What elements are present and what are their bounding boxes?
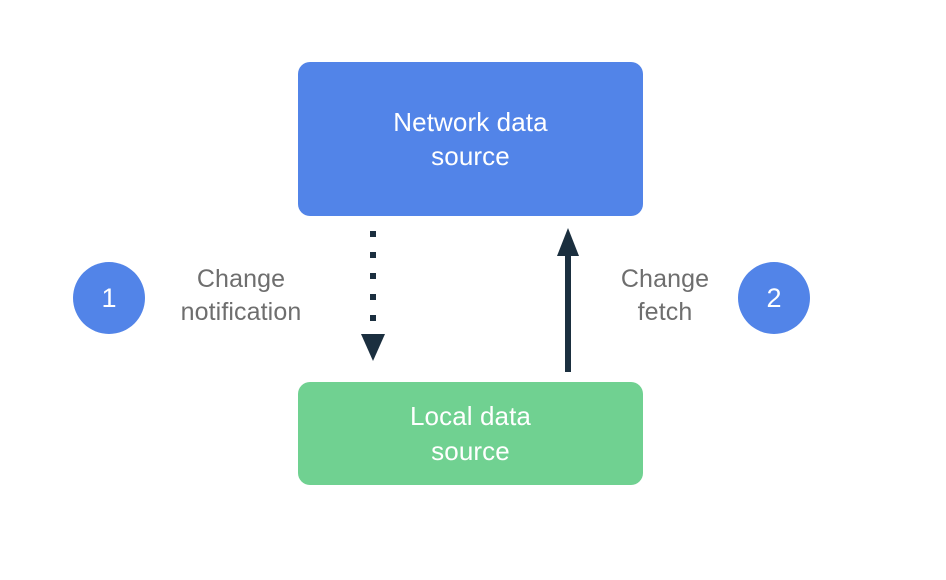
step-badge-2-number: 2 bbox=[766, 282, 782, 313]
edge-label-change-fetch: Change fetch bbox=[620, 265, 710, 326]
node-local-data-source-label: Local data source bbox=[410, 401, 531, 466]
arrow-change-notification-icon bbox=[361, 231, 385, 361]
node-network-data-source[interactable]: Network data source bbox=[298, 62, 643, 216]
step-badge-1-number: 1 bbox=[101, 282, 117, 313]
node-local-data-source[interactable]: Local data source bbox=[298, 382, 643, 485]
step-badge-2[interactable]: 2 bbox=[738, 262, 810, 334]
arrow-change-fetch-icon bbox=[557, 228, 579, 372]
step-badge-1[interactable]: 1 bbox=[73, 262, 145, 334]
edge-label-change-notification: Change notification bbox=[180, 265, 302, 326]
node-network-data-source-label: Network data source bbox=[393, 106, 548, 171]
